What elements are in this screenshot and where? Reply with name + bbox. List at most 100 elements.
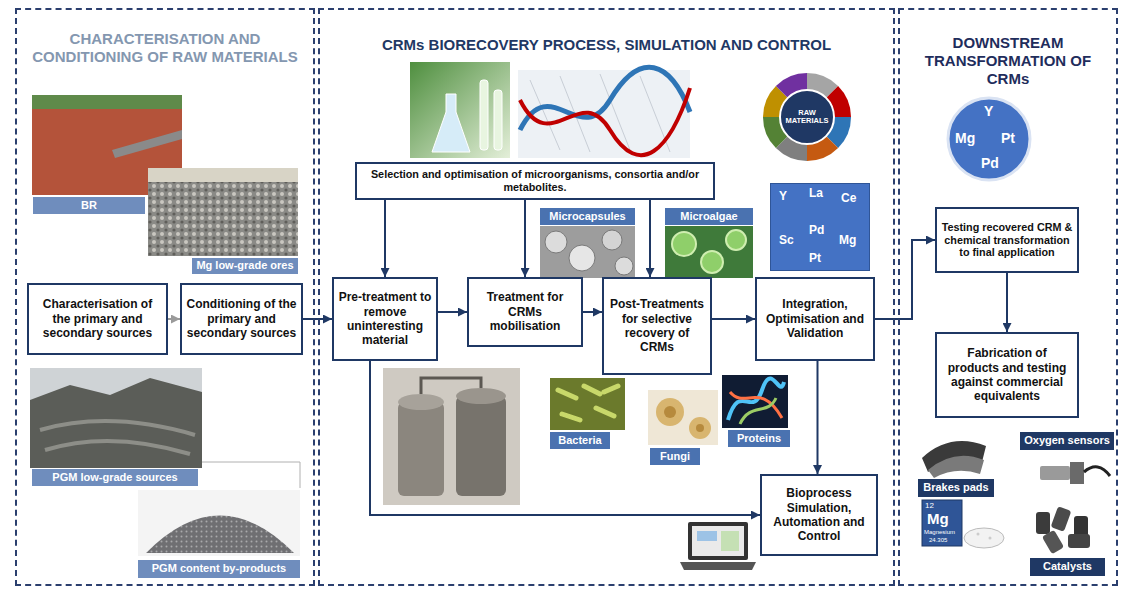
mine-photo	[30, 368, 202, 468]
connector-arrow	[875, 240, 935, 319]
fungi-image	[648, 390, 718, 445]
microalgae-image	[672, 232, 696, 256]
box-label: Conditioning of the primary and secondar…	[186, 297, 297, 340]
caption-text: Bacteria	[553, 434, 607, 447]
panel-heading: DOWNSTREAM TRANSFORMATION OF CRMs	[900, 34, 1116, 88]
fungi-image	[664, 406, 676, 418]
brake-pad-image	[928, 456, 984, 478]
caption-text: Catalysts	[1033, 560, 1102, 573]
process-box: Treatment for CRMs mobilisation	[467, 277, 583, 347]
fungi-image	[648, 390, 718, 445]
lab-photo	[410, 62, 510, 158]
mine-photo	[40, 421, 195, 454]
element-symbol: Mg	[955, 131, 975, 145]
catalyst-image	[1036, 506, 1090, 554]
connector-arrow	[438, 311, 467, 313]
photo-caption: Bacteria	[550, 432, 610, 449]
red-mud-photo	[32, 95, 182, 109]
microcapsule-image	[602, 230, 622, 250]
powder-photo	[138, 490, 300, 556]
circle-outline	[948, 98, 1030, 180]
ore-photo	[148, 168, 298, 182]
bacteria-image	[550, 378, 625, 430]
process-box: Pre-treatment to remove uninteresting ma…	[332, 277, 438, 361]
bioreactor-photo	[456, 396, 506, 496]
photo-caption: Microcapsules	[540, 208, 635, 225]
bioreactor-photo	[398, 394, 444, 410]
powder-photo	[138, 490, 300, 556]
photo-caption: Proteins	[728, 430, 790, 447]
catalyst-image	[1068, 534, 1090, 548]
laptop-icon	[721, 531, 739, 551]
microcapsule-image	[545, 231, 567, 253]
dna-photo	[518, 70, 690, 158]
salt-pile	[989, 537, 992, 540]
box-label: Integration, Optimisation and Validation	[761, 297, 869, 340]
raw-materials-circle: RAW MATERIALS	[762, 72, 852, 162]
section-panel: CRMs BIORECOVERY PROCESS, SIMULATION AND…	[318, 8, 895, 586]
caption-text: Mg low-grade ores	[195, 259, 295, 272]
salt-pile	[964, 528, 1004, 548]
panel-heading: CRMs BIORECOVERY PROCESS, SIMULATION AND…	[320, 36, 893, 54]
salt-pile	[977, 533, 980, 536]
element-symbol: Pd	[981, 156, 999, 170]
element-symbol: Sc	[779, 234, 794, 246]
oxygen-sensor-image	[1040, 466, 1070, 480]
product-caption: Catalysts	[1030, 558, 1105, 576]
magnesium-tile	[922, 500, 962, 546]
laptop-icon	[688, 522, 748, 560]
bioreactor-photo	[383, 368, 520, 505]
laptop-icon	[680, 562, 756, 570]
oxygen-sensor-image	[1070, 462, 1084, 484]
magnesium-tile	[922, 500, 962, 546]
protein-image	[740, 398, 776, 424]
panel-heading: CHARACTERISATION AND CONDITIONING OF RAW…	[17, 30, 313, 66]
caption-text: BR	[36, 199, 142, 212]
laptop-icon	[697, 531, 717, 541]
box-label: Bioprocess Simulation, Automation and Co…	[766, 486, 872, 544]
brake-pad-image	[922, 441, 986, 478]
process-box: Bioprocess Simulation, Automation and Co…	[760, 474, 878, 556]
catalyst-image	[1036, 512, 1050, 534]
dna-photo	[518, 67, 690, 158]
connector-arrow	[370, 361, 760, 515]
bioreactor-photo	[421, 378, 481, 394]
photo-caption: PGM low-grade sources	[32, 469, 198, 486]
product-caption: Brakes pads	[918, 479, 994, 497]
element-symbol: Y	[984, 104, 993, 118]
caption-text: Fungi	[653, 450, 697, 463]
catalyst-image	[1042, 530, 1064, 554]
bioreactor-photo	[383, 368, 520, 505]
element-tile-text: Mg	[927, 511, 949, 526]
caption-text: Microalgae	[668, 210, 750, 223]
box-label: Post-Treatments for selective recovery o…	[608, 297, 706, 355]
caption-text: PGM low-grade sources	[35, 471, 195, 484]
process-box: Selection and optimisation of microorgan…	[355, 162, 715, 200]
salt-pile	[964, 528, 1004, 548]
fungi-image	[689, 417, 711, 439]
lab-photo	[432, 94, 470, 152]
process-box: Testing recovered CRM & chemical transfo…	[935, 207, 1079, 273]
microalgae-image	[726, 230, 746, 250]
red-mud-photo	[112, 130, 182, 158]
lab-photo	[494, 90, 502, 150]
element-symbol: Pt	[1001, 131, 1015, 145]
oxygen-sensor-image	[1040, 462, 1110, 484]
powder-photo	[146, 516, 294, 554]
microcapsule-image	[615, 257, 633, 275]
circle-label: RAW MATERIALS	[762, 72, 852, 162]
microcapsule-image	[540, 226, 635, 278]
box-label: Testing recovered CRM & chemical transfo…	[941, 221, 1073, 260]
microcapsule-image	[540, 226, 635, 278]
protein-image	[730, 392, 782, 418]
photo-caption: Mg low-grade ores	[192, 258, 298, 274]
element-tile: YLaCeScPdMgPt	[770, 183, 870, 271]
caption-text: Microcapsules	[543, 210, 632, 223]
photo-caption: Microalgae	[665, 208, 753, 225]
microalgae-image	[665, 226, 753, 278]
box-label: Characterisation of the primary and seco…	[33, 297, 162, 340]
laptop-icon	[692, 526, 744, 556]
mine-photo	[30, 378, 202, 468]
box-label: Selection and optimisation of microorgan…	[361, 168, 709, 194]
box-label: Treatment for CRMs mobilisation	[473, 290, 577, 333]
